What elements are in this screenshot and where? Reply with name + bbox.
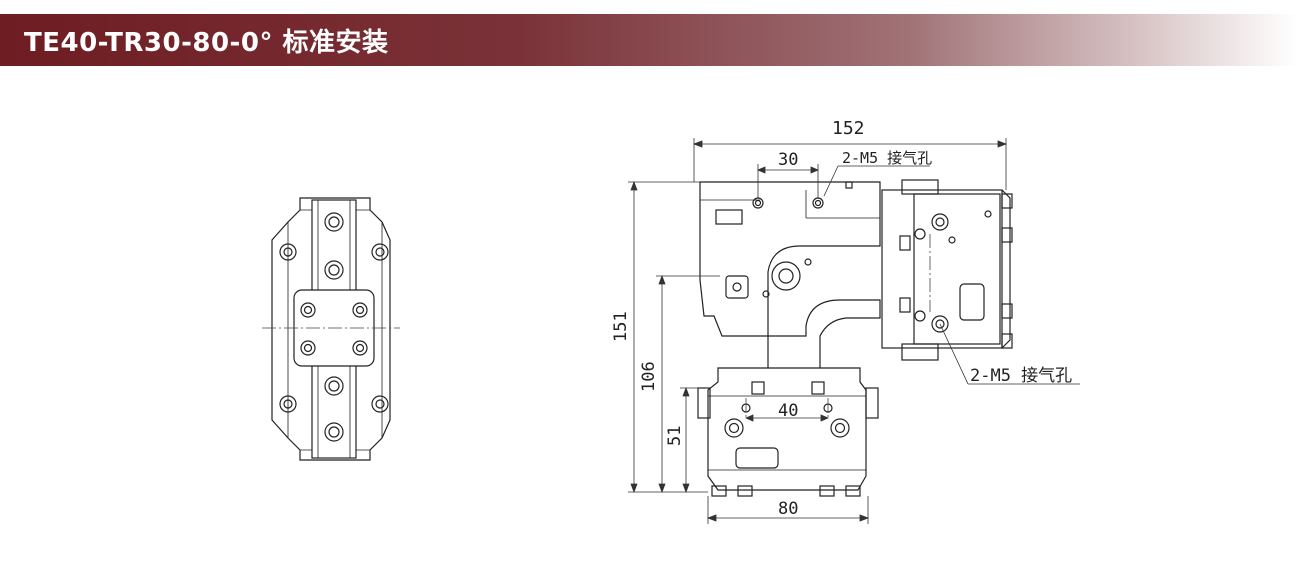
right-gripper [881,189,1003,349]
dim-total-height: 151 [611,311,631,342]
column-screw [324,212,344,442]
dim-base-height: 51 [665,426,685,446]
title-banner: TE40-TR30-80-0° 标准安装 [0,14,1297,66]
mounting-hole [279,243,389,413]
callout-side-port: 2-M5 接气孔 [970,366,1072,386]
dim-mid-height: 106 [639,361,659,392]
dim-port-spacing-top: 30 [778,150,798,170]
dimension-lines [628,138,1080,524]
dim-base-hole-spacing: 40 [778,401,798,421]
page-title: TE40-TR30-80-0° 标准安装 [24,28,389,58]
dim-base-width: 80 [778,499,798,519]
lower-base [707,367,867,491]
side-view [697,179,1013,497]
callout-top-port: 2-M5 接气孔 [842,149,932,167]
plate-hole [300,302,368,356]
top-view [262,197,400,461]
arm-elbow [767,299,881,383]
dim-total-width: 152 [832,118,865,139]
